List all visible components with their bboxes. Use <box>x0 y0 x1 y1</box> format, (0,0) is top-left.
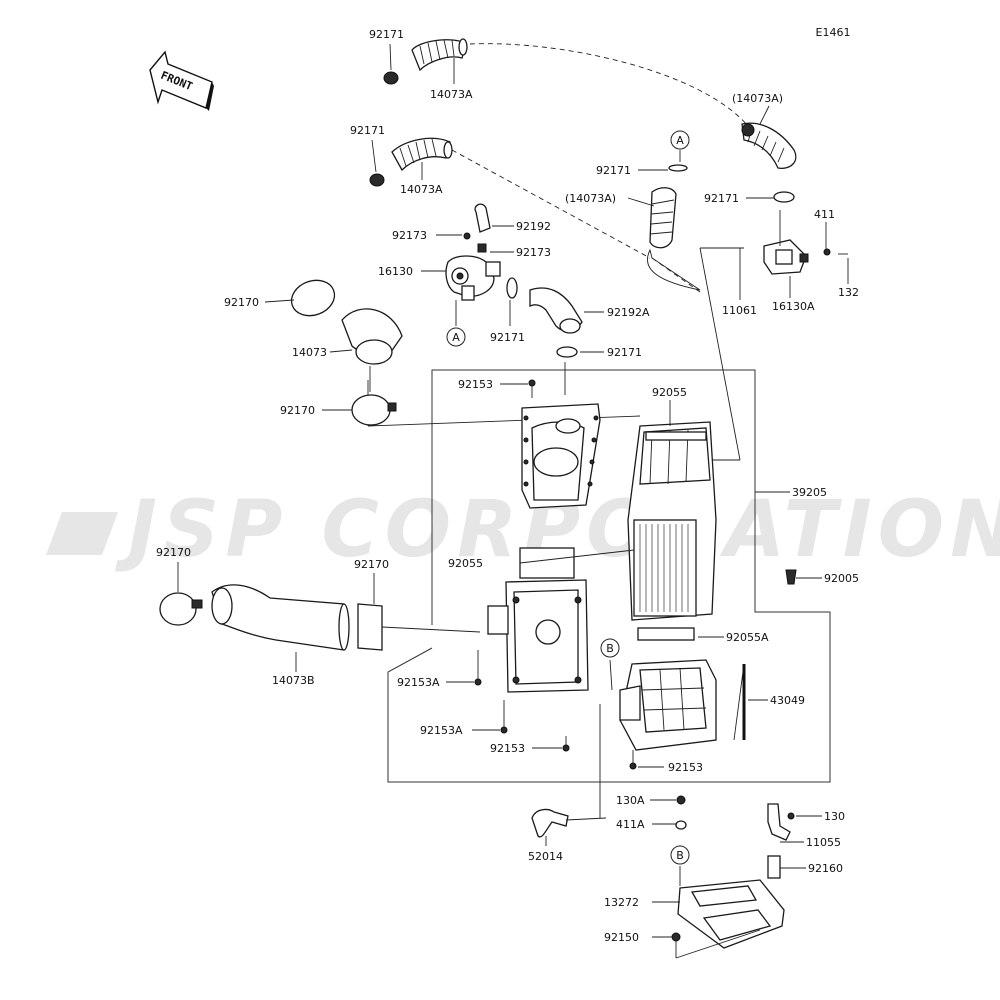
upper-plate <box>521 403 601 509</box>
part-label: 52014 <box>528 850 563 863</box>
bracket-11055 <box>767 803 791 879</box>
air-valve-16130 <box>445 203 501 301</box>
part-label: 92171 <box>490 331 525 344</box>
intercooler-39205 <box>627 421 717 641</box>
part-label: 130A <box>616 794 645 807</box>
part-label: (14073A) <box>565 192 616 205</box>
duct-14073 <box>290 279 403 426</box>
leader-lines <box>177 43 849 938</box>
part-label: 411 <box>814 208 835 221</box>
callout-a-top: A <box>670 130 690 150</box>
callout-a-bottom-text: A <box>452 331 460 344</box>
elbow-52014 <box>531 808 607 838</box>
part-label: 92055 <box>652 386 687 399</box>
part-labels: 92171 14073A 92171 14073A (14073A) 92171… <box>156 28 859 944</box>
part-label: 14073B <box>272 674 315 687</box>
callout-b-top: B <box>600 638 620 658</box>
hose-14073a-left <box>369 137 453 187</box>
part-label: 92153A <box>420 724 463 737</box>
part-label: 92153 <box>458 378 493 391</box>
part-label: 39205 <box>792 486 827 499</box>
part-label: 92170 <box>224 296 259 309</box>
callout-b-top-text: B <box>606 642 614 655</box>
part-label: 92173 <box>516 246 551 259</box>
part-label: 92055 <box>448 557 483 570</box>
part-label: 16130A <box>772 300 815 313</box>
duct-14073b <box>159 584 481 651</box>
part-label: 92192 <box>516 220 551 233</box>
part-label: 92055A <box>726 631 769 644</box>
part-label: 92005 <box>824 572 859 585</box>
diagram-code: E1461 <box>816 26 851 39</box>
part-label: 92153A <box>397 676 440 689</box>
part-label: 16130 <box>378 265 413 278</box>
part-label: 14073A <box>400 183 443 196</box>
part-label: 92171 <box>369 28 404 41</box>
part-label: 43049 <box>770 694 805 707</box>
part-label: 11061 <box>722 304 757 317</box>
part-label: 14073A <box>430 88 473 101</box>
part-label: 411A <box>616 818 645 831</box>
part-label: 92150 <box>604 931 639 944</box>
part-label: 13272 <box>604 896 639 909</box>
hose-14073a-center <box>647 164 701 293</box>
callout-a-bottom: A <box>446 327 466 347</box>
part-label: 92171 <box>704 192 739 205</box>
hose-14073a-top <box>383 38 468 85</box>
part-label: 92171 <box>607 346 642 359</box>
part-label: (14073A) <box>732 92 783 105</box>
part-label: 92192A <box>607 306 650 319</box>
lower-housing <box>619 569 797 751</box>
part-label: 92170 <box>280 404 315 417</box>
callout-b-bottom-text: B <box>676 849 684 862</box>
part-label: 92171 <box>350 124 385 137</box>
part-label: 14073 <box>292 346 327 359</box>
part-label: 130 <box>824 810 845 823</box>
plate-13272 <box>675 879 785 959</box>
ring-92171 <box>506 277 518 299</box>
part-label: 92173 <box>392 229 427 242</box>
bolts <box>474 379 795 942</box>
part-label: 92170 <box>156 546 191 559</box>
part-label: 11055 <box>806 836 841 849</box>
part-label: 92153 <box>668 761 703 774</box>
part-label: 92160 <box>808 862 843 875</box>
lower-plate <box>487 547 589 693</box>
callout-a-top-text: A <box>676 134 684 147</box>
hose-14073a-right <box>741 122 797 203</box>
part-label: 92170 <box>354 558 389 571</box>
front-arrow-icon: FRONT <box>149 50 214 111</box>
part-label: 132 <box>838 286 859 299</box>
hose-92192a <box>529 287 583 358</box>
callout-b-bottom: B <box>670 845 690 865</box>
valve-16130a <box>739 210 848 275</box>
part-label: 92171 <box>596 164 631 177</box>
part-label: 92153 <box>490 742 525 755</box>
